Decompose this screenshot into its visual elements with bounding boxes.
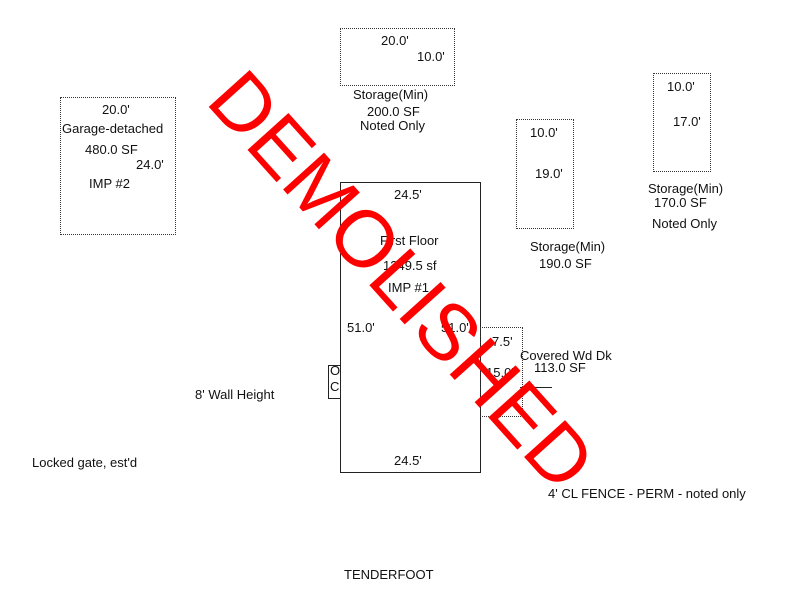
house-dim-top: 24.5' — [394, 187, 422, 202]
storage2-dim-top: 10.0' — [530, 125, 558, 140]
footer-label: TENDERFOOT — [344, 567, 434, 582]
porch-outline — [328, 365, 341, 399]
storage1-dim-top: 20.0' — [381, 33, 409, 48]
deck-area: 113.0 SF — [534, 360, 586, 375]
house-dim-left: 51.0' — [347, 320, 375, 335]
storage3-label: Storage(Min) — [648, 181, 724, 196]
deck-dim-top: 7.5' — [492, 334, 513, 349]
deck-label: Covered Wd Dk — [520, 348, 612, 363]
deck-arrow — [520, 387, 552, 388]
storage3-dim-side: 17.0' — [673, 114, 701, 129]
house-dim-bottom: 24.5' — [394, 453, 422, 468]
fence-note: 4' CL FENCE - PERM - noted only — [548, 486, 746, 501]
porch-label-b: C — [330, 379, 340, 394]
house-label: First Floor — [380, 233, 439, 248]
storage3-area: 170.0 SF — [654, 195, 707, 210]
wall-height-note: 8' Wall Height — [195, 387, 275, 402]
garage-dim-top: 20.0' — [102, 102, 130, 117]
storage1-dim-side: 10.0' — [417, 49, 445, 64]
storage3-dim-top: 10.0' — [667, 79, 695, 94]
storage2-area: 190.0 SF — [539, 256, 592, 271]
gate-note: Locked gate, est'd — [32, 455, 138, 470]
garage-area: 480.0 SF — [85, 142, 138, 157]
storage1-label: Storage(Min) — [353, 87, 429, 102]
garage-dim-side: 24.0' — [136, 157, 164, 172]
storage2-dim-side: 19.0' — [535, 166, 563, 181]
storage3-outline — [653, 73, 711, 172]
storage2-outline — [516, 119, 574, 229]
storage1-outline — [340, 28, 455, 86]
storage3-note: Noted Only — [652, 216, 718, 231]
porch-label-a: O — [330, 363, 341, 378]
deck-dim-side: 15.0' — [486, 365, 514, 380]
garage-label: Garage-detached — [62, 121, 164, 136]
deck-outline — [480, 327, 523, 417]
storage1-note: Noted Only — [360, 118, 426, 133]
storage1-area: 200.0 SF — [367, 104, 420, 119]
garage-outline — [60, 97, 176, 235]
house-area: 1249.5 sf — [383, 258, 437, 273]
storage2-label: Storage(Min) — [530, 239, 606, 254]
garage-imp: IMP #2 — [89, 176, 130, 191]
house-dim-right: 51.0' — [441, 320, 469, 335]
house-imp: IMP #1 — [388, 280, 429, 295]
